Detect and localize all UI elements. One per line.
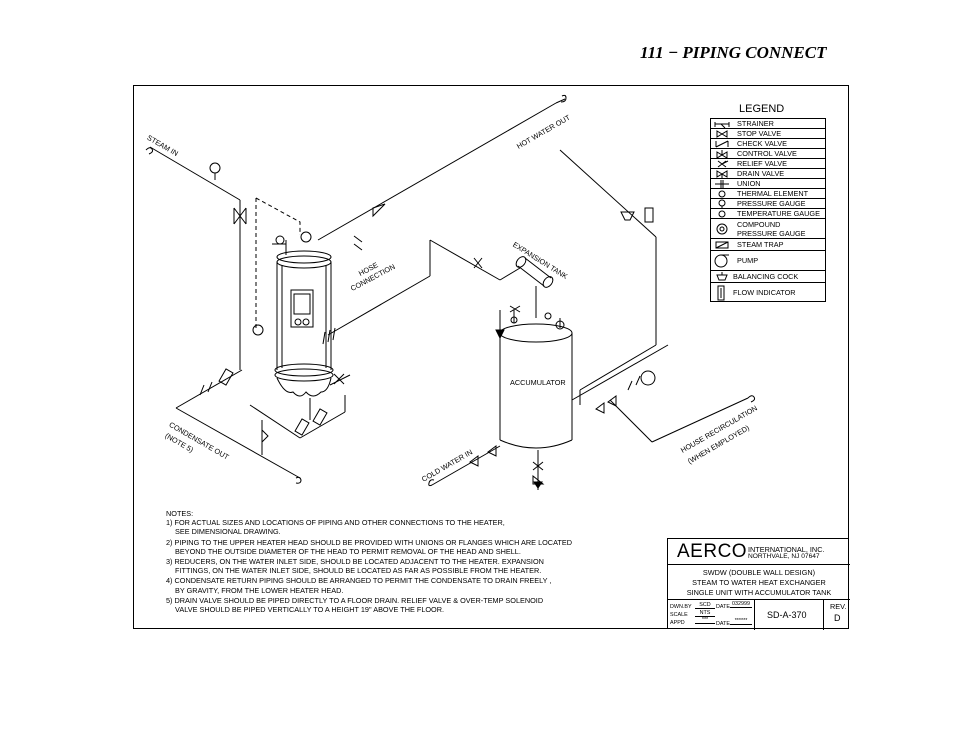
legend-row: FLOW INDICATOR xyxy=(711,283,825,303)
pipe-end-breaks xyxy=(145,94,756,487)
legend-label: PUMP xyxy=(737,256,759,265)
legend-row: COMPOUND PRESSURE GAUGE xyxy=(711,219,825,239)
title-block-footer: DWN.BY SCD DATE 032999 SCALE NTS APPD **… xyxy=(668,600,850,630)
check-valve-icon xyxy=(715,140,729,148)
company-logo: AERCO xyxy=(677,541,748,562)
drawing-number: SD-A-370 xyxy=(767,610,807,620)
legend-label: THERMAL ELEMENT xyxy=(737,189,809,198)
legend-row: CHECK VALVE xyxy=(711,139,825,149)
control-valve-icon xyxy=(716,150,728,158)
pressure-gauge-icon xyxy=(718,199,726,208)
note-line: 2) PIPING TO THE UPPER HEATER HEAD SHOUL… xyxy=(166,537,572,547)
legend-label: BALANCING COCK xyxy=(733,272,799,281)
water-heater-vessel xyxy=(274,250,334,397)
revision-value: D xyxy=(834,613,841,623)
thermal-element-icon xyxy=(718,190,726,198)
legend-row: THERMAL ELEMENT xyxy=(711,189,825,199)
steam-trap-icon xyxy=(715,241,729,249)
legend-row: STRAINER xyxy=(711,119,825,129)
company-name: INTERNATIONAL, INC. xyxy=(748,545,825,554)
dwn-by-label: DWN.BY xyxy=(670,604,692,610)
page-title: 111 − PIPING CONNECT xyxy=(640,43,827,62)
title-block: AERCO INTERNATIONAL, INC. NORTHVALE, NJ … xyxy=(667,538,850,630)
title-block-header: AERCO INTERNATIONAL, INC. NORTHVALE, NJ … xyxy=(668,539,850,565)
date-value: 032999 xyxy=(730,601,752,608)
legend-label: STOP VALVE xyxy=(737,129,782,138)
relief-valve-icon xyxy=(717,160,729,168)
accumulator-label: ACCUMULATOR xyxy=(510,378,566,387)
description-line: SINGLE UNIT WITH ACCUMULATOR TANK xyxy=(686,588,832,597)
note-line: 1) FOR ACTUAL SIZES AND LOCATIONS OF PIP… xyxy=(166,518,505,528)
legend-row: CONTROL VALVE xyxy=(711,149,825,159)
legend-label: CHECK VALVE xyxy=(737,139,788,148)
temperature-gauge-icon xyxy=(718,210,726,218)
note-line: 3) REDUCERS, ON THE WATER INLET SIDE, SH… xyxy=(166,557,544,567)
date-label: DATE xyxy=(716,621,730,627)
description-line: SWDW (DOUBLE WALL DESIGN) xyxy=(702,568,816,577)
stop-valve-icon xyxy=(716,130,728,138)
legend-row: TEMPERATURE GAUGE xyxy=(711,209,825,219)
legend-label: TEMPERATURE GAUGE xyxy=(737,209,820,218)
legend-row: PRESSURE GAUGE xyxy=(711,199,825,209)
note-line: 5) DRAIN VALVE SHOULD BE PIPED DIRECTLY … xyxy=(166,595,544,605)
flow-indicator-icon xyxy=(717,285,725,301)
legend-label: FLOW INDICATOR xyxy=(733,288,796,297)
revision-label: REV. xyxy=(830,602,847,611)
description-line: STEAM TO WATER HEAT EXCHANGER xyxy=(692,578,826,587)
note-line: BY GRAVITY, FROM THE LOWER HEATER HEAD. xyxy=(175,585,344,595)
legend-row: DRAIN VALVE xyxy=(711,169,825,179)
appd-date-value: ****** xyxy=(730,618,752,625)
note-line: SEE DIMENSIONAL DRAWING. xyxy=(175,527,281,537)
legend-row: UNION xyxy=(711,179,825,189)
legend-title: LEGEND xyxy=(739,103,785,115)
piping-fittings xyxy=(199,203,656,489)
legend-label: PRESSURE GAUGE xyxy=(737,229,806,238)
legend-row: STEAM TRAP xyxy=(711,239,825,251)
legend-row: RELIEF VALVE xyxy=(711,159,825,169)
legend-label: CONTROL VALVE xyxy=(737,149,797,158)
note-line: BEYOND THE OUTSIDE DIAMETER OF THE HEAD … xyxy=(175,546,521,556)
legend-label: UNION xyxy=(737,179,761,188)
balancing-cock-icon xyxy=(716,272,728,281)
legend-label: STEAM TRAP xyxy=(737,240,784,249)
scale-value: NTS xyxy=(695,610,715,617)
legend-row: STOP VALVE xyxy=(711,129,825,139)
notes-heading: NOTES: xyxy=(166,509,194,518)
compound-gauge-icon xyxy=(716,223,728,235)
legend-label: PRESSURE GAUGE xyxy=(737,199,806,208)
company-address: NORTHVALE, NJ 07647 xyxy=(748,553,820,560)
note-line: FITTINGS, ON THE WATER INLET SIDE, SHOUL… xyxy=(175,566,542,576)
expansion-tank xyxy=(515,256,554,318)
piping-lines xyxy=(149,98,749,490)
legend-row: PUMP xyxy=(711,251,825,271)
drain-valve-icon xyxy=(716,170,728,178)
legend-label: COMPOUND xyxy=(737,220,781,229)
pump-icon xyxy=(714,254,729,268)
scale-label: SCALE xyxy=(670,612,688,618)
legend-label: DRAIN VALVE xyxy=(737,169,785,178)
drawing-sheet-border xyxy=(133,85,849,629)
drawing-description: SWDW (DOUBLE WALL DESIGN) STEAM TO WATER… xyxy=(668,566,850,600)
note-line: VALVE SHOULD BE PIPED VERTICALLY TO A HE… xyxy=(175,605,445,615)
strainer-icon xyxy=(714,122,730,128)
legend-label: STRAINER xyxy=(737,119,774,128)
notes-section: NOTES: 1) FOR ACTUAL SIZES AND LOCATIONS… xyxy=(166,509,636,614)
union-icon xyxy=(715,180,729,188)
legend-row: BALANCING COCK xyxy=(711,271,825,283)
legend: STRAINER STOP VALVE CHECK VALVE CONTROL … xyxy=(710,118,826,302)
legend-label: RELIEF VALVE xyxy=(737,159,788,168)
date-label: DATE xyxy=(716,604,730,610)
note-line: 4) CONDENSATE RETURN PIPING SHOULD BE AR… xyxy=(166,576,552,586)
dwn-by-value: SCD xyxy=(695,602,715,609)
drawing-number-cell: SD-A-370 xyxy=(754,600,824,630)
appd-value: *** xyxy=(695,617,715,624)
appd-label: APPD xyxy=(670,620,685,626)
